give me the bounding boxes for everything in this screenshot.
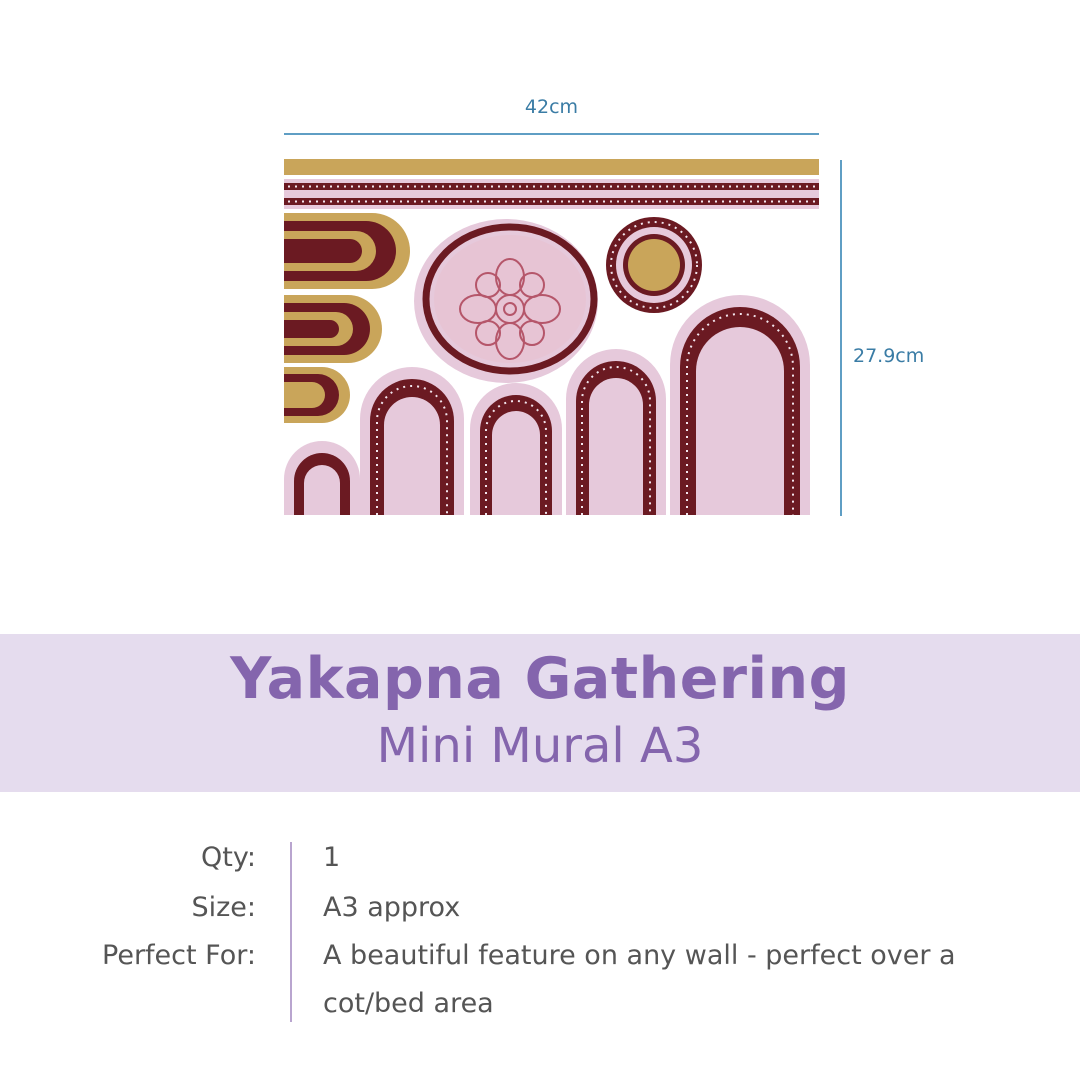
width-dimension: 42cm	[284, 96, 819, 136]
arch-2	[360, 367, 464, 515]
qty-value: 1	[323, 842, 341, 873]
product-subtitle: Mini Mural A3	[376, 718, 704, 774]
sun-circle	[606, 217, 702, 313]
gold-band	[284, 159, 819, 175]
mural-artwork-illustration	[284, 159, 819, 515]
arch-5	[670, 295, 810, 515]
arch-4	[566, 349, 666, 515]
left-arc-2	[284, 295, 382, 363]
arch-1	[284, 441, 360, 515]
title-banner	[0, 634, 1080, 792]
size-label: Size:	[191, 892, 256, 923]
maroon-stripe-bottom	[284, 198, 819, 205]
perfect-for-value: A beautiful feature on any wall - perfec…	[323, 940, 956, 1019]
width-dimension-label: 42cm	[524, 96, 579, 118]
product-title: Yakapna Gathering	[230, 646, 850, 712]
maroon-stripe-top	[284, 183, 819, 190]
width-dimension-line	[284, 133, 819, 135]
arch-3	[470, 383, 562, 515]
qty-label: Qty:	[201, 842, 256, 873]
flower-oval	[414, 219, 598, 383]
mural-artwork	[284, 159, 819, 515]
details-divider	[290, 842, 292, 1022]
height-dimension-line	[840, 160, 842, 516]
left-arc-3	[284, 367, 350, 423]
height-dimension-label: 27.9cm	[853, 345, 925, 367]
perfect-for-label: Perfect For:	[102, 940, 256, 971]
left-arc-1	[284, 213, 410, 289]
size-value: A3 approx	[323, 892, 461, 923]
